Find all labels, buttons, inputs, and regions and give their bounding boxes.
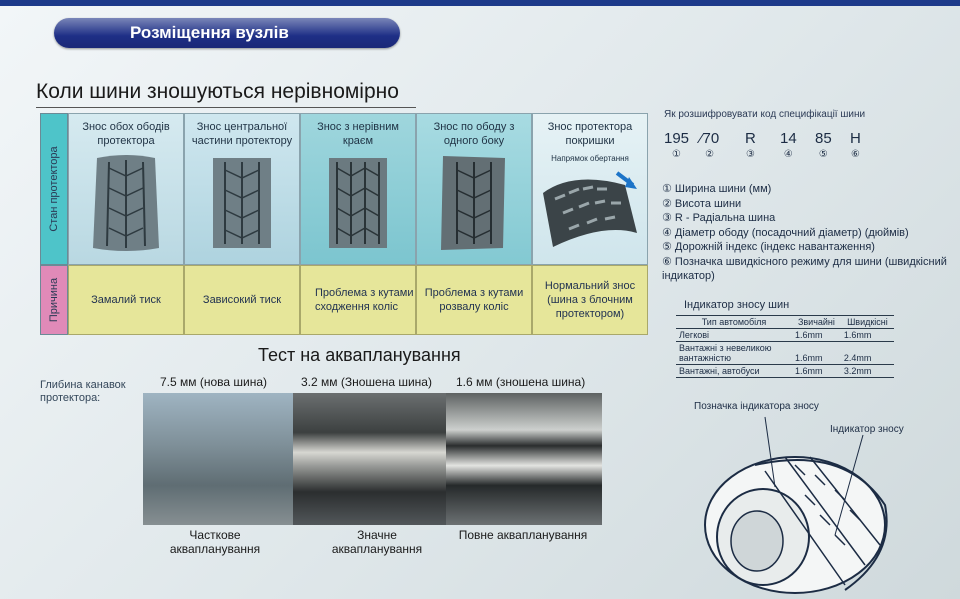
wear-indicator-title: Індикатор зносу шин xyxy=(684,299,790,311)
legend-item: ⑤ Дорожній індекс (індекс навантаження) xyxy=(662,241,875,253)
tread-wear-table: Стан протектора Причина Знос обох ободів… xyxy=(40,113,650,335)
column-header: Знос по ободу з одного боку xyxy=(433,121,515,147)
table-cell: 1.6mm xyxy=(792,328,841,342)
table-cell: 3.2mm xyxy=(840,364,894,378)
side-label-cause: Причина xyxy=(40,265,68,335)
column-header: Знос обох ободів протектора xyxy=(82,121,170,147)
column-header: Знос центральної частини протектору xyxy=(191,121,293,147)
aquaplaning-photo-partial xyxy=(143,393,293,525)
table-header: Тип автомобіля xyxy=(676,315,792,329)
cause-cell: Замалий тиск xyxy=(68,265,184,335)
depth-label: 1.6 мм (зношена шина) xyxy=(456,375,586,389)
depth-label: 7.5 мм (нова шина) xyxy=(160,375,268,389)
tread-column: Знос центральної частини протектору xyxy=(184,113,300,265)
cause-cell: Проблема з кутами сходження коліс xyxy=(300,265,416,335)
wear-indicator-table: Тип автомобіля Звичайні Швидкісні Легков… xyxy=(676,315,894,378)
aquaplaning-caption: Значне аквапланування xyxy=(331,528,423,556)
aquaplaning-title: Тест на аквапланування xyxy=(258,345,461,365)
rotation-direction-label: Напрямок обертання xyxy=(551,154,629,163)
table-cell: 2.4mm xyxy=(840,341,894,365)
tread-feathered-icon xyxy=(329,158,387,248)
block-tread-tire-icon xyxy=(543,171,637,247)
top-bar xyxy=(0,0,960,6)
table-cell: Легкові xyxy=(676,328,792,342)
table-row: Легкові 1.6mm 1.6mm xyxy=(676,328,894,342)
aquaplaning-caption: Повне аквапланування xyxy=(458,528,588,542)
legend-item: ④ Діаметр ободу (посадочний діаметр) (дю… xyxy=(662,226,909,239)
depth-label: 3.2 мм (Зношена шина) xyxy=(301,375,432,389)
section-banner: Розміщення вузлів xyxy=(54,18,400,48)
aquaplaning-photo-full xyxy=(446,393,602,525)
legend-item: ⑥ Позначка швидкісного режиму для шини (… xyxy=(662,255,947,283)
table-cell: Вантажні, автобуси xyxy=(676,364,792,378)
column-header: Знос з нерівним краєм xyxy=(317,121,399,147)
tread-worn-edges-icon xyxy=(93,155,159,251)
tread-column: Знос обох ободів протектора xyxy=(68,113,184,265)
cause-cell: Проблема з кутами розвалу коліс xyxy=(416,265,532,335)
cause-cell: Зависокий тиск xyxy=(184,265,300,335)
table-row: Вантажні з невеликою вантажністю 1.6mm 2… xyxy=(676,341,894,365)
tire-wear-indicator-icon xyxy=(704,416,888,594)
legend-item: ② Висота шини xyxy=(662,197,742,210)
table-cell: 1.6mm xyxy=(792,341,841,365)
wear-indicator-label: Індикатор зносу xyxy=(830,424,904,435)
groove-depth-label: Глибина канавок протектора: xyxy=(40,379,126,404)
table-cell: Вантажні з невеликою вантажністю xyxy=(676,341,792,365)
tread-column: Знос по ободу з одного боку xyxy=(416,113,532,265)
table-cell: 1.6mm xyxy=(792,364,841,378)
title-underline xyxy=(36,107,416,108)
cause-cell: Нормальний знос (шина з блочним протекто… xyxy=(532,265,648,335)
legend-item: ③ R - Радіальна шина xyxy=(662,212,776,224)
column-header: Знос протектора покришки xyxy=(547,121,633,147)
wear-mark-label: Позначка індикатора зносу xyxy=(694,401,819,412)
tread-column: Знос протектора покришки Напрямок оберта… xyxy=(532,113,648,265)
side-label-state: Стан протектора xyxy=(40,113,68,265)
tread-worn-center-icon xyxy=(213,158,271,248)
spec-title: Як розшифровувати код специфікації шини xyxy=(664,109,866,120)
tread-one-side-icon xyxy=(441,156,505,250)
aquaplaning-caption: Часткове аквапланування xyxy=(169,528,261,556)
legend-item: ① Ширина шини (мм) xyxy=(662,183,772,195)
table-cell: 1.6mm xyxy=(840,328,894,342)
table-header: Звичайні xyxy=(792,315,841,329)
tread-column: Знос з нерівним краєм xyxy=(300,113,416,265)
table-row: Вантажні, автобуси 1.6mm 3.2mm xyxy=(676,364,894,378)
page-title: Коли шини зношуються нерівномірно xyxy=(36,80,399,103)
table-header: Швидкісні xyxy=(840,315,894,329)
aquaplaning-photo-significant xyxy=(293,393,446,525)
spec-legend: ① Ширина шини (мм) ② Висота шини ③ R - Р… xyxy=(662,182,952,284)
table-header-row: Тип автомобіля Звичайні Швидкісні xyxy=(676,315,894,329)
